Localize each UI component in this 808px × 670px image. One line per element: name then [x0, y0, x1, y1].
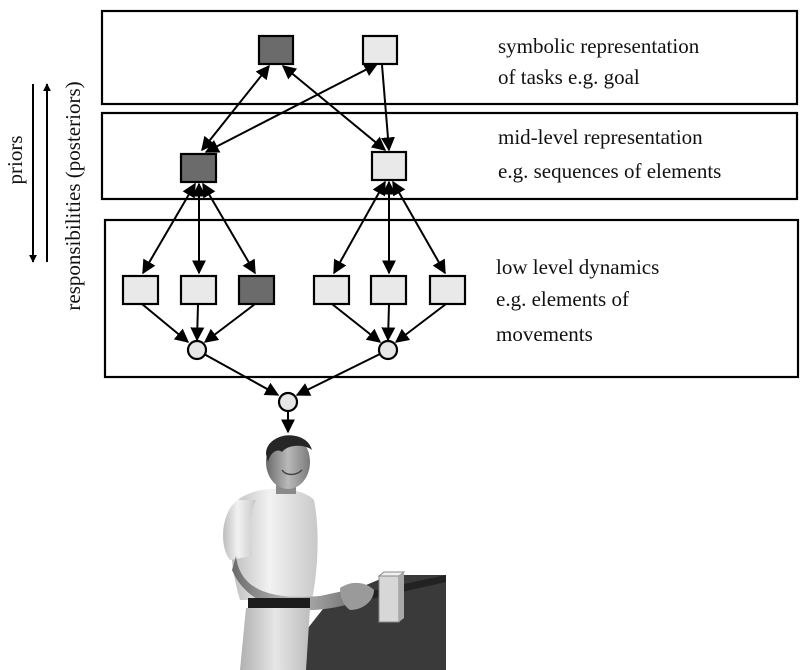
mid-level-text-line1: mid-level representation — [498, 125, 703, 149]
output-circle — [277, 391, 299, 413]
low-node-2 — [179, 274, 218, 306]
low-level-box — [103, 218, 800, 379]
low-level-text-line2: e.g. elements of — [496, 287, 629, 311]
low-node-5 — [369, 274, 408, 306]
low-node-4 — [312, 274, 351, 306]
top-level-text-line1: symbolic representation — [498, 34, 700, 58]
responsibilities-label: responsibilities (posteriors) — [61, 81, 85, 310]
low-node-1 — [121, 274, 160, 306]
top-level-box — [100, 9, 799, 106]
priors-label: priors — [3, 136, 27, 185]
low-node-3 — [237, 274, 276, 306]
edges-top-mid — [201, 63, 395, 153]
edges-mid-low — [142, 180, 446, 275]
top-level-text-line2: of tasks e.g. goal — [498, 65, 640, 89]
mid-level-text-line2: e.g. sequences of elements — [498, 159, 721, 183]
mid-node-dark — [179, 152, 218, 184]
top-node-light — [361, 34, 399, 66]
person-at-table-illustration — [223, 435, 446, 670]
edges-low-circles — [141, 303, 447, 343]
low-level-text-line3: movements — [496, 322, 593, 346]
low-level-text-line1: low level dynamics — [496, 255, 659, 279]
low-node-6 — [428, 274, 467, 306]
low-circle-right — [377, 339, 399, 361]
top-node-dark — [257, 34, 295, 66]
mid-node-light — [370, 150, 408, 182]
mid-level-box — [100, 111, 799, 201]
low-circle-left — [186, 339, 208, 361]
edges-output — [203, 353, 381, 434]
